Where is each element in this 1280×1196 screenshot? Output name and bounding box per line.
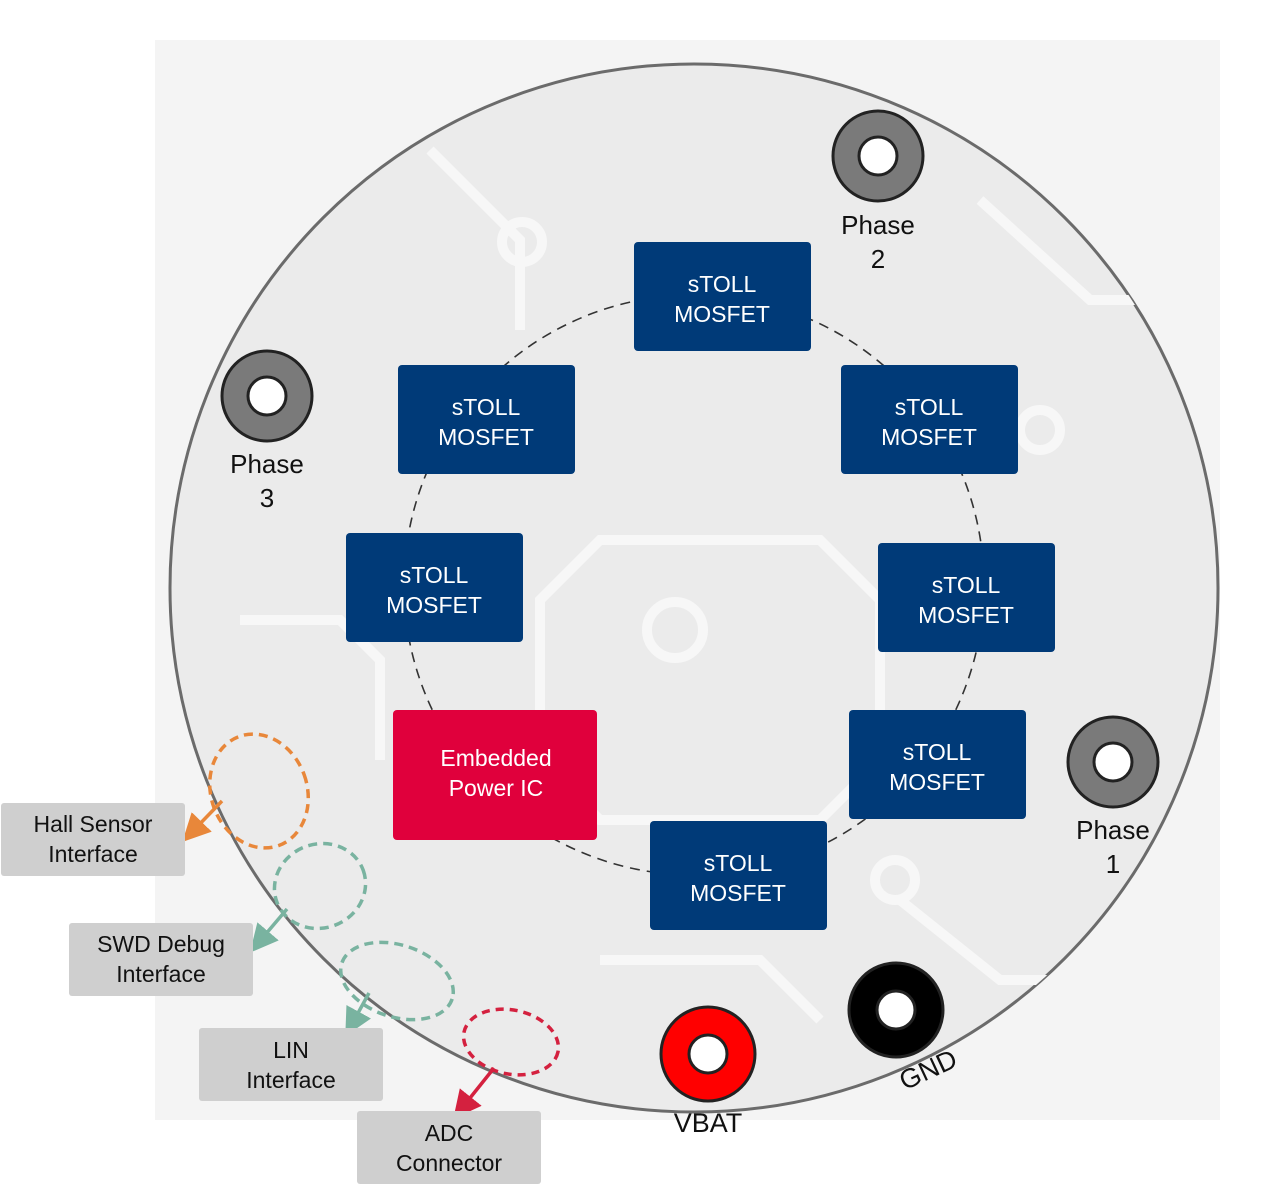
mosfet-label-2: MOSFET [674,301,770,327]
hall-sensor-callout: Hall Sensor Interface [1,803,185,876]
pcb-traces [240,146,1140,1024]
mosfet-upper-left: sTOLL MOSFET [398,365,575,474]
mosfet-label-1: sTOLL [903,739,972,765]
mosfet-left: sTOLL MOSFET [346,533,523,642]
mosfet-upper-right: sTOLL MOSFET [841,365,1018,474]
vbat-terminal: VBAT [659,1005,757,1138]
phase3-label-2: 3 [260,483,274,513]
mosfet-lower-right: sTOLL MOSFET [849,710,1026,819]
ic-label-1: Embedded [440,745,551,771]
phase1-terminal: Phase 1 [1066,715,1160,879]
mosfet-label-1: sTOLL [704,850,773,876]
hall-label-2: Interface [48,841,138,867]
phase1-label-2: 1 [1106,849,1120,879]
adc-arrow [453,1066,496,1119]
lin-callout: LIN Interface [199,1028,383,1101]
mosfet-label-2: MOSFET [881,424,977,450]
mosfet-label-1: sTOLL [688,271,757,297]
swd-label-1: SWD Debug [97,931,225,957]
lin-label-2: Interface [246,1067,336,1093]
adc-label-1: ADC [425,1120,474,1146]
mosfet-label-1: sTOLL [895,394,964,420]
phase3-label-1: Phase [230,449,304,479]
mosfet-label-2: MOSFET [690,880,786,906]
mosfet-label-2: MOSFET [386,592,482,618]
adc-label-2: Connector [396,1150,502,1176]
mosfet-label-2: MOSFET [438,424,534,450]
phase3-terminal: Phase 3 [220,349,314,513]
phase2-label-1: Phase [841,210,915,240]
mosfet-label-1: sTOLL [452,394,521,420]
vbat-label: VBAT [674,1108,743,1138]
phase2-label-2: 2 [871,244,885,274]
swd-label-2: Interface [116,961,206,987]
pcb-board [168,62,1220,1114]
mosfet-label-1: sTOLL [400,562,469,588]
mosfet-label-2: MOSFET [889,769,985,795]
mosfet-bottom: sTOLL MOSFET [650,821,827,930]
mosfet-label-1: sTOLL [932,572,1001,598]
embedded-power-ic: Embedded Power IC [393,710,597,840]
swd-debug-region [272,841,368,931]
mosfet-right: sTOLL MOSFET [878,543,1055,652]
phase2-terminal: Phase 2 [831,109,925,274]
swd-arrow [249,907,289,953]
phase1-label-1: Phase [1076,815,1150,845]
adc-region [461,1007,561,1077]
lin-label-1: LIN [273,1037,309,1063]
swd-debug-callout: SWD Debug Interface [69,923,253,996]
adc-callout: ADC Connector [357,1111,541,1184]
mosfet-label-2: MOSFET [918,602,1014,628]
hall-label-1: Hall Sensor [34,811,153,837]
hall-arrow [182,799,224,843]
ic-label-2: Power IC [449,775,544,801]
lin-region [338,940,456,1022]
mosfet-top: sTOLL MOSFET [634,242,811,351]
lin-arrow [345,992,372,1037]
